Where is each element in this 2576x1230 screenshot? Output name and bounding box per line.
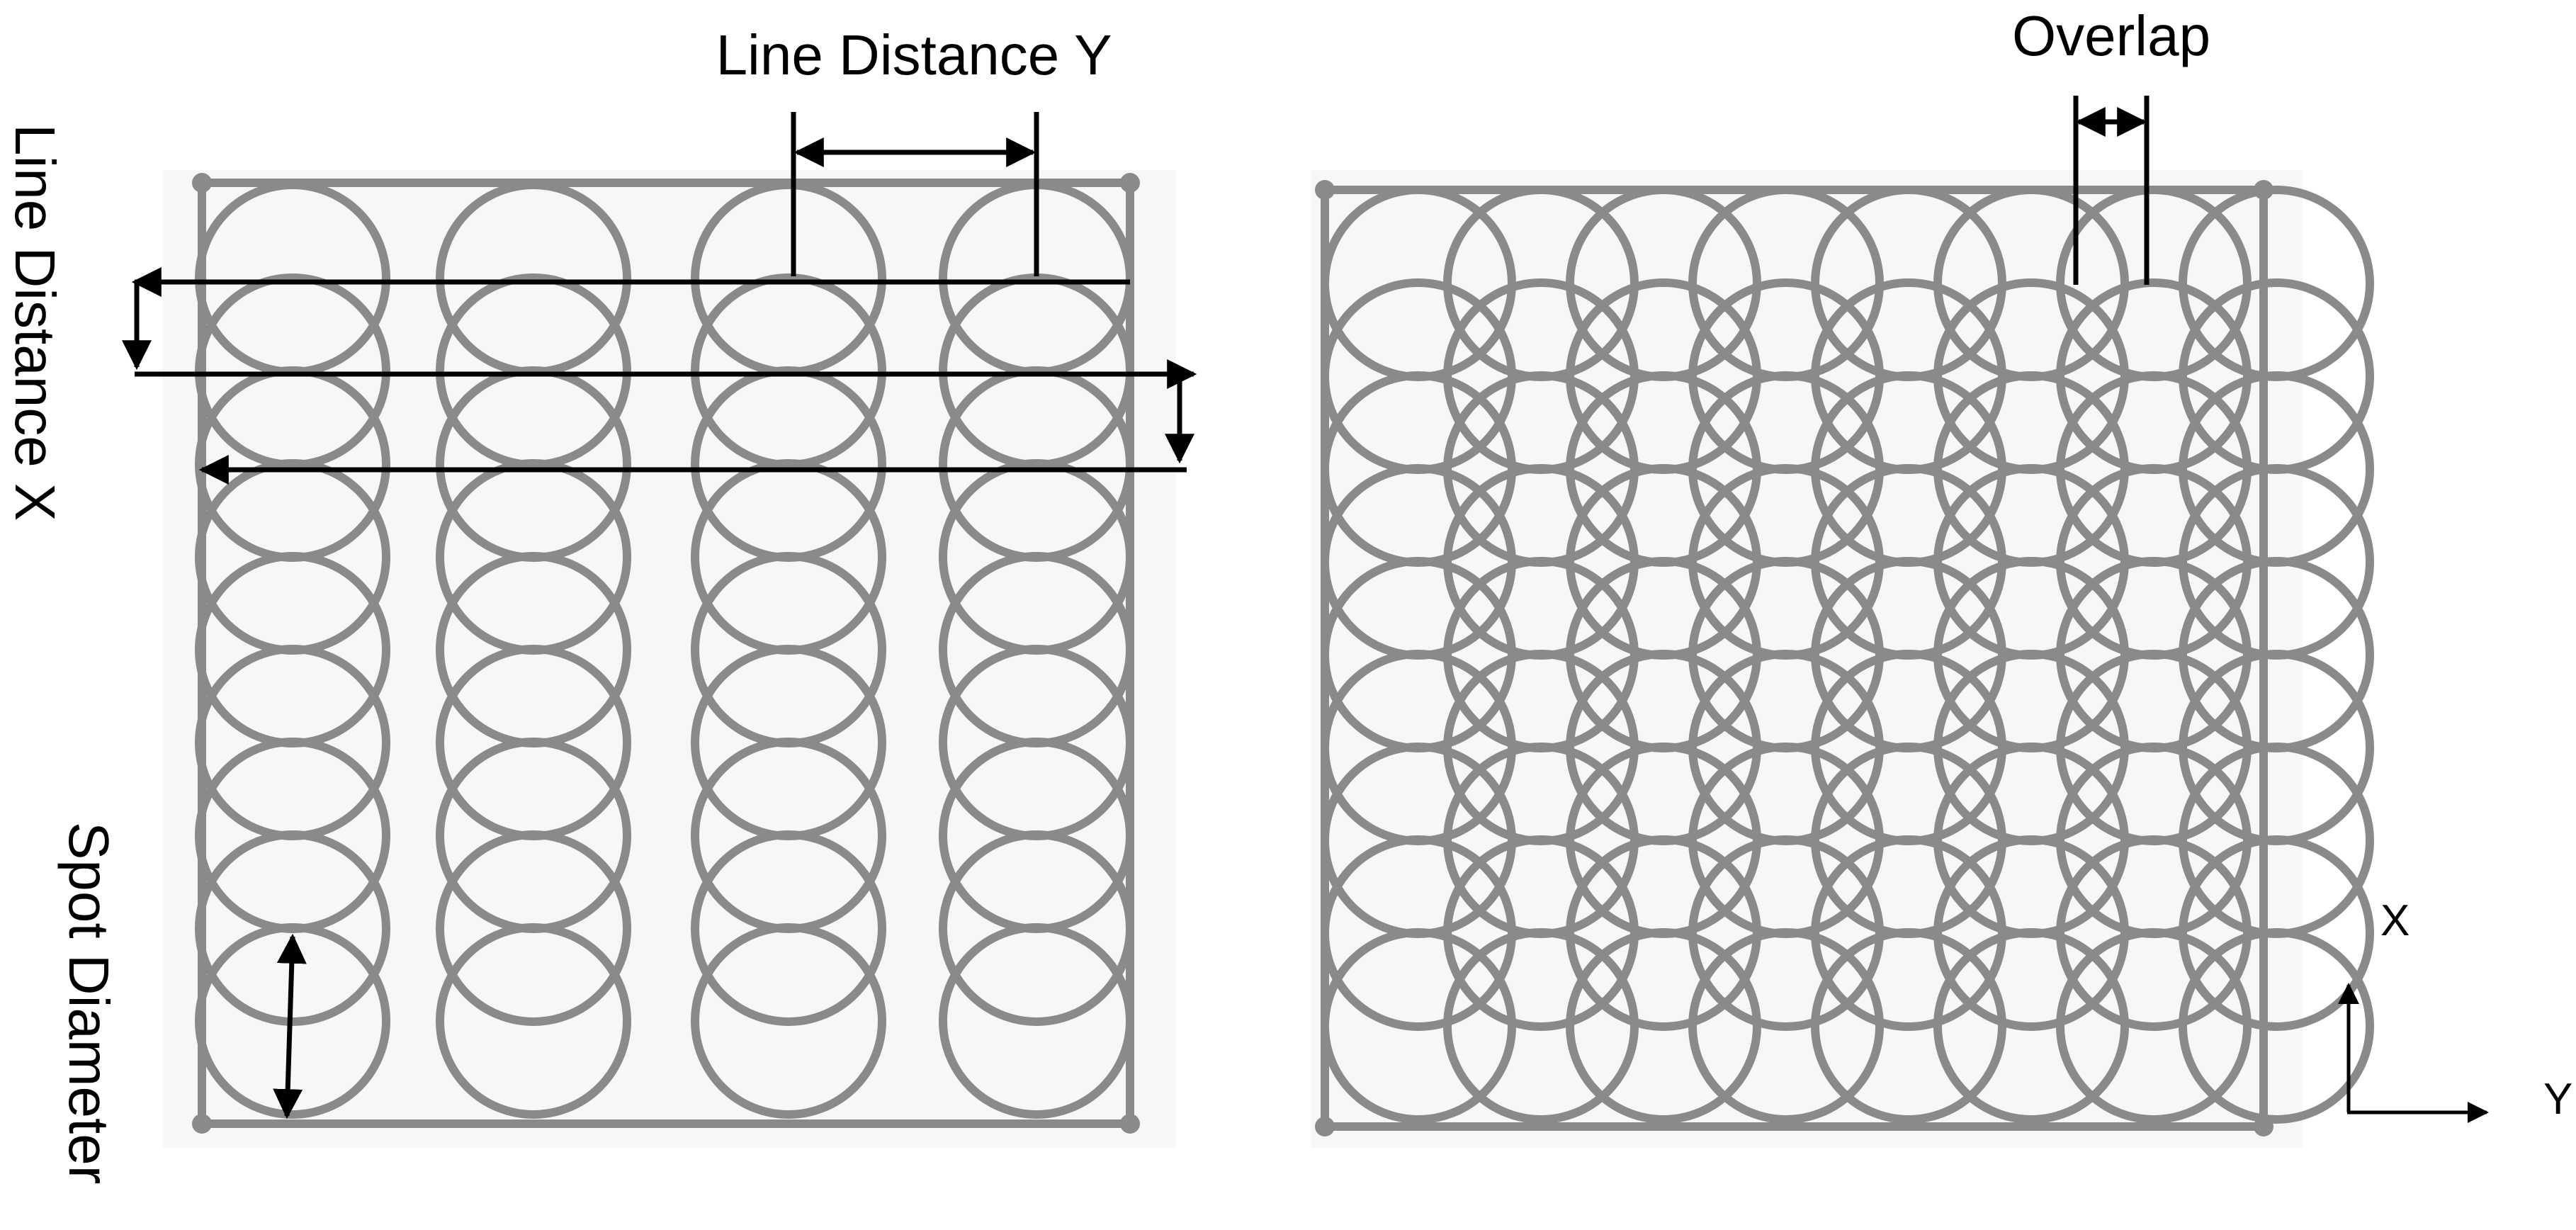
- frame-corner-dot: [2254, 1117, 2273, 1136]
- right-spot-circles: [1321, 186, 2374, 1124]
- axis-x-label: X: [2380, 896, 2410, 945]
- frame-corner-dot: [1120, 173, 1140, 193]
- spot-diameter-arrow: [273, 933, 307, 1119]
- laser-spot-circle: [691, 830, 886, 1026]
- laser-spot-circle: [2179, 835, 2374, 1031]
- line-distance-y-label: Line Distance Y: [716, 23, 1112, 86]
- frame-corner-dot: [192, 173, 212, 193]
- frame-corner-dot: [192, 1114, 212, 1134]
- line-distance-y-dimension: [791, 112, 1039, 276]
- overlap-label: Overlap: [2012, 4, 2210, 67]
- right-panel-overlap-scan: Overlap X Y: [1311, 4, 2572, 1148]
- laser-spot-circle: [436, 830, 631, 1026]
- frame-corner-dot: [1315, 1117, 1335, 1136]
- spot-diameter-label: Spot Diameter: [57, 822, 120, 1184]
- line-distance-x-label: Line Distance X: [4, 124, 67, 521]
- frame-corner-dot: [2254, 180, 2273, 200]
- axis-y-label: Y: [2543, 1075, 2572, 1124]
- laser-spot-circle: [436, 923, 631, 1119]
- laser-spot-circle: [2179, 928, 2374, 1124]
- overlap-dimension: [2073, 96, 2150, 285]
- right-panel-frame: [1321, 186, 2268, 1131]
- laser-spot-circle: [691, 923, 886, 1119]
- frame-corner-dot: [1315, 180, 1335, 200]
- scan-path: [122, 267, 1197, 485]
- left-panel-line-scan: Line Distance Y Line Distance X Spot Dia…: [4, 23, 1197, 1184]
- left-panel-frame: [198, 179, 1134, 1128]
- left-panel-background: [163, 170, 1176, 1148]
- frame-corner-dot: [1120, 1114, 1140, 1134]
- axis-indicator: [2338, 983, 2489, 1123]
